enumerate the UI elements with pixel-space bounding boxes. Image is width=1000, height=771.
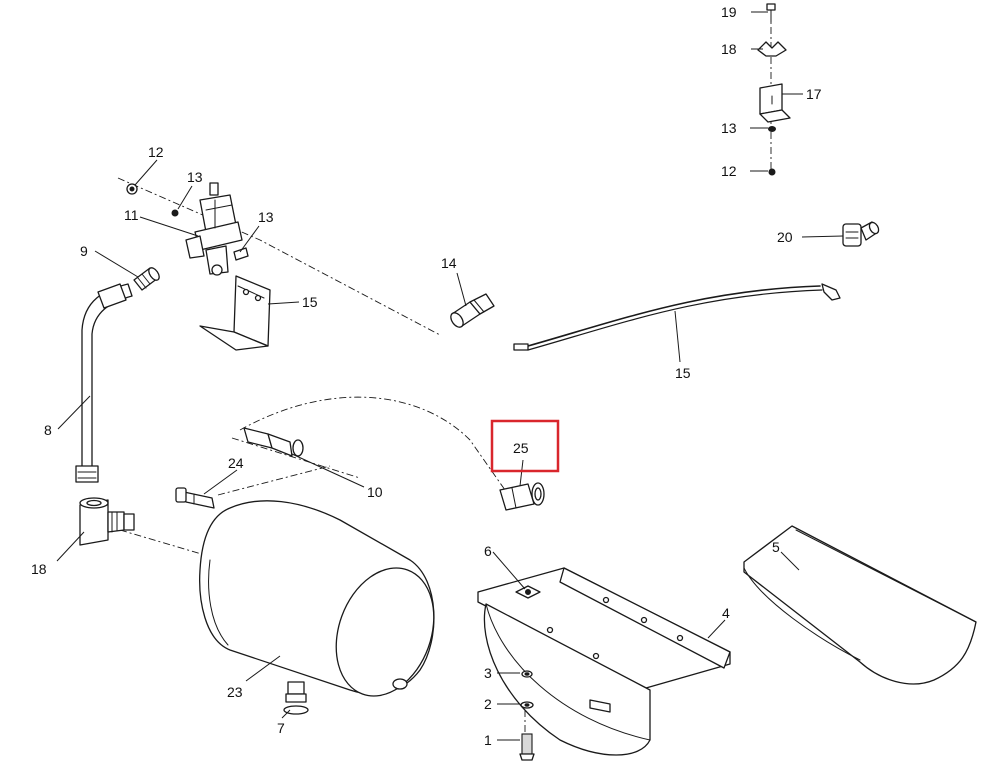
part-13-washer-right[interactable] — [768, 126, 776, 132]
part-2-washer[interactable] — [520, 701, 534, 709]
callout-8[interactable]: 8 — [44, 422, 52, 438]
callout-24[interactable]: 24 — [228, 455, 244, 471]
part-13-washer-left[interactable] — [171, 209, 179, 217]
callout-9[interactable]: 9 — [80, 243, 88, 259]
highlight-box — [490, 419, 560, 473]
part-9-fitting[interactable] — [133, 266, 161, 291]
callout-13-right[interactable]: 13 — [721, 120, 737, 136]
part-3-washer[interactable] — [521, 670, 533, 678]
part-1-bolt[interactable] — [519, 733, 535, 761]
callout-23[interactable]: 23 — [227, 684, 243, 700]
part-16-coupling[interactable] — [448, 293, 495, 329]
part-11-valve[interactable] — [185, 182, 243, 276]
callout-19[interactable]: 17 — [806, 86, 822, 102]
part-18-tee-fitting[interactable] — [79, 497, 135, 546]
callout-3[interactable]: 3 — [484, 665, 492, 681]
callout-17[interactable]: 15 — [675, 365, 691, 381]
part-23-air-tank[interactable] — [199, 500, 451, 710]
part-19-bracket[interactable] — [759, 83, 791, 123]
callout-25[interactable]: 25 — [513, 440, 529, 456]
callout-22[interactable]: 20 — [777, 229, 793, 245]
part-4-support-cradle[interactable] — [477, 567, 731, 756]
part-25-fitting[interactable] — [499, 482, 545, 511]
callout-11[interactable]: 11 — [124, 207, 139, 223]
callout-5[interactable]: 5 — [772, 539, 780, 555]
callout-labels: 19 18 17 13 12 20 15 14 12 13 11 13 15 9… — [31, 4, 822, 748]
callout-20[interactable]: 18 — [721, 41, 737, 57]
leader-lines — [56, 11, 844, 741]
part-12-nut-left[interactable] — [126, 183, 138, 195]
callout-15[interactable]: 15 — [302, 294, 318, 310]
part-5-half-shell[interactable] — [743, 525, 977, 685]
callout-2[interactable]: 2 — [484, 696, 492, 712]
part-17-hose[interactable] — [513, 283, 841, 351]
callout-1[interactable]: 1 — [484, 732, 492, 748]
part-24-sensor[interactable] — [175, 487, 215, 509]
callout-13-left[interactable]: 13 — [187, 169, 203, 185]
callout-21[interactable]: 19 — [721, 4, 737, 20]
part-22-elbow-fitting[interactable] — [842, 221, 880, 247]
part-7-drain-valve[interactable] — [283, 681, 309, 715]
part-20-clamp[interactable] — [757, 41, 787, 57]
callout-12-left[interactable]: 12 — [148, 144, 164, 160]
callout-6[interactable]: 6 — [484, 543, 492, 559]
callout-16[interactable]: 14 — [441, 255, 457, 271]
part-8-tube[interactable] — [75, 283, 133, 483]
callout-7[interactable]: 7 — [277, 720, 285, 736]
callout-14[interactable]: 13 — [258, 209, 274, 225]
callout-12-right[interactable]: 12 — [721, 163, 737, 179]
callout-10[interactable]: 10 — [367, 484, 383, 500]
callout-18[interactable]: 18 — [31, 561, 47, 577]
part-10-fitting[interactable] — [243, 427, 304, 457]
part-12-nut-right[interactable] — [768, 168, 776, 176]
part-21-bolt[interactable] — [766, 3, 776, 23]
callout-4[interactable]: 4 — [722, 605, 730, 621]
part-15-bracket[interactable] — [199, 275, 271, 351]
